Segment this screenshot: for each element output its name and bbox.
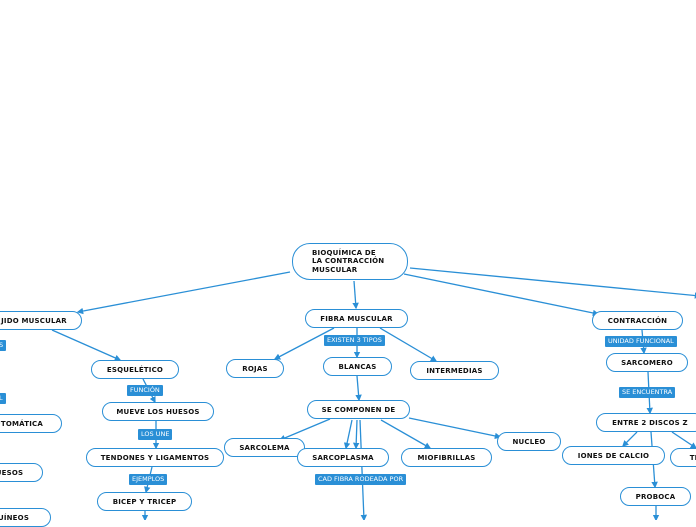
edge-fibra-intermedias xyxy=(379,327,438,362)
node-blancas[interactable]: BLANCAS xyxy=(323,357,392,376)
tag-ejemplos: EJEMPLOS xyxy=(129,474,168,485)
tag-se-encuentra: SE ENCUENTRA xyxy=(619,387,676,398)
node-nucleo[interactable]: NUCLEO xyxy=(497,432,561,451)
edge-componen-sarcoplasma-a xyxy=(343,419,353,450)
edge-componen-nucleo xyxy=(408,417,502,440)
edge-componen-sarcoplasma-b xyxy=(352,419,360,450)
node-se-componen-de[interactable]: SE COMPONEN DE xyxy=(307,400,410,419)
node-entre-discos[interactable]: ENTRE 2 DISCOS Z xyxy=(596,413,696,432)
node-proboca[interactable]: PROBOCA xyxy=(620,487,691,506)
edge-componen-sarcolema xyxy=(278,418,331,441)
node-intermedias[interactable]: INTERMEDIAS xyxy=(410,361,499,380)
node-sarcomero[interactable]: SARCOMERO xyxy=(606,353,688,372)
tag-unidad-funcional: UNIDAD FUNCIONAL xyxy=(605,336,677,347)
node-esqueletico[interactable]: ESQUELÉTICO xyxy=(91,360,179,379)
edge-tejido-esqueletico xyxy=(51,329,122,361)
tag-l: L xyxy=(0,393,6,404)
edge-discos-iones xyxy=(622,431,638,447)
node-tr[interactable]: TR xyxy=(670,448,696,467)
edge-root-fibra xyxy=(352,280,359,310)
node-suineos[interactable]: UÍNEOS xyxy=(0,508,51,527)
node-mueve-huesos[interactable]: MUEVE LOS HUESOS xyxy=(102,402,214,421)
edge-root-offscreen xyxy=(409,267,696,299)
edge-fibra-rojas xyxy=(273,327,335,360)
node-iones-calcio[interactable]: IONES DE CALCIO xyxy=(562,446,665,465)
node-sarcolema[interactable]: SARCOLEMA xyxy=(224,438,305,457)
edge-discos-tr xyxy=(671,431,696,449)
tag-cad-fibra: CAD FIBRA RODEADA POR xyxy=(315,474,407,485)
node-sarcoplasma[interactable]: SARCOPLASMA xyxy=(297,448,389,467)
node-automatica[interactable]: UTOMÁTICA xyxy=(0,414,62,433)
node-tendones-ligamentos[interactable]: TENDONES Y LIGAMENTOS xyxy=(86,448,224,467)
node-tejido-muscular[interactable]: JIDO MUSCULAR xyxy=(0,311,82,330)
root-node[interactable]: BIOQUÍMICA DE LA CONTRACCIÓN MUSCULAR xyxy=(292,243,408,280)
tag-los-une: LOS UNE xyxy=(138,429,173,440)
node-fibra-muscular[interactable]: FIBRA MUSCULAR xyxy=(305,309,408,328)
node-miofibrillas[interactable]: MIOFIBRILLAS xyxy=(401,448,492,467)
tag-funcion: FUNCIÓN xyxy=(127,385,163,396)
tag-s: S xyxy=(0,340,7,351)
tag-existen-3-tipos: EXISTEN 3 TIPOS xyxy=(324,335,385,346)
edge-root-tejido xyxy=(76,271,291,315)
edge-componen-miofibrillas xyxy=(380,419,432,449)
edge-componen-down xyxy=(359,419,368,520)
node-rojas[interactable]: ROJAS xyxy=(226,359,284,378)
node-contraccion[interactable]: CONTRACCIÓN xyxy=(592,311,683,330)
node-bicep-tricep[interactable]: BICEP Y TRICEP xyxy=(97,492,192,511)
node-huesos[interactable]: UESOS xyxy=(0,463,43,482)
edge-root-contraccion xyxy=(403,273,600,317)
edge-blancas-componen xyxy=(355,375,362,402)
